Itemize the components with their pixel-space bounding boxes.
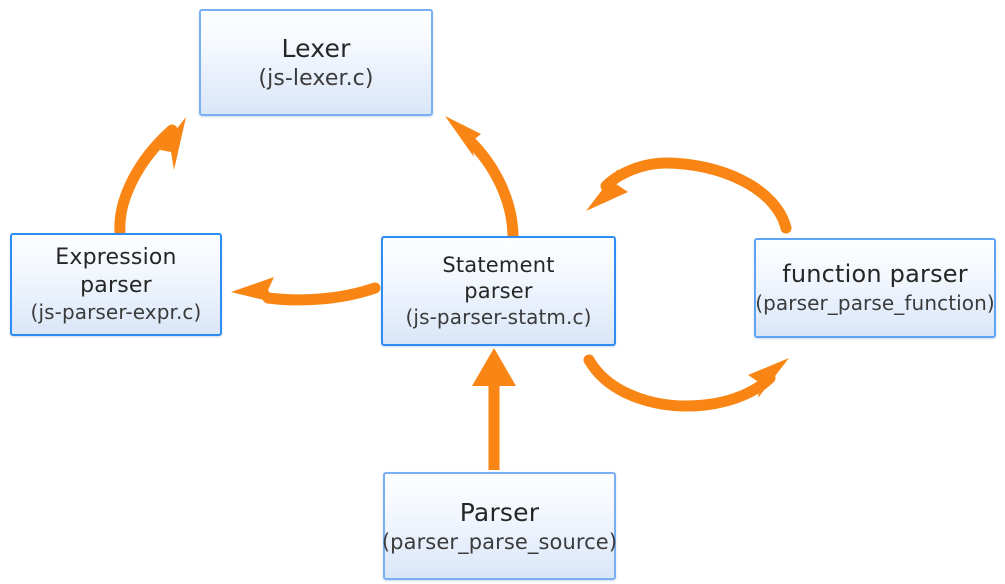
- node-function-parser-subtitle: (parser_parse_function): [755, 290, 995, 315]
- node-expression-parser-title-line1: Expression: [55, 245, 177, 271]
- node-statement-parser[interactable]: Statement parser (js-parser-statm.c): [381, 236, 616, 346]
- edge-expression-parser-to-lexer: [114, 117, 186, 238]
- node-parser-subtitle: (parser_parse_source): [381, 529, 618, 554]
- node-lexer[interactable]: Lexer (js-lexer.c): [199, 9, 433, 116]
- edge-statement-parser-to-lexer: [445, 116, 519, 241]
- node-expression-parser[interactable]: Expression parser (js-parser-expr.c): [10, 233, 222, 336]
- edge-parser-to-statement-parser: [472, 348, 516, 470]
- node-lexer-subtitle: (js-lexer.c): [258, 65, 374, 91]
- node-statement-parser-subtitle: (js-parser-statm.c): [405, 305, 592, 330]
- node-parser[interactable]: Parser (parser_parse_source): [381, 472, 618, 580]
- edge-statement-parser-to-function-parser: [583, 354, 789, 412]
- node-lexer-title: Lexer: [281, 33, 351, 63]
- node-function-parser[interactable]: function parser (parser_parse_function): [754, 238, 996, 338]
- node-expression-parser-subtitle: (js-parser-expr.c): [30, 299, 202, 324]
- node-parser-title: Parser: [459, 497, 540, 527]
- edge-function-parser-to-statement-parser: [586, 157, 792, 234]
- node-expression-parser-title-line2: parser: [80, 272, 152, 298]
- node-function-parser-title: function parser: [782, 260, 968, 289]
- edge-statement-parser-to-expression-parser: [231, 277, 381, 306]
- node-statement-parser-title-line2: parser: [464, 279, 533, 304]
- node-statement-parser-title-line1: Statement: [442, 253, 555, 278]
